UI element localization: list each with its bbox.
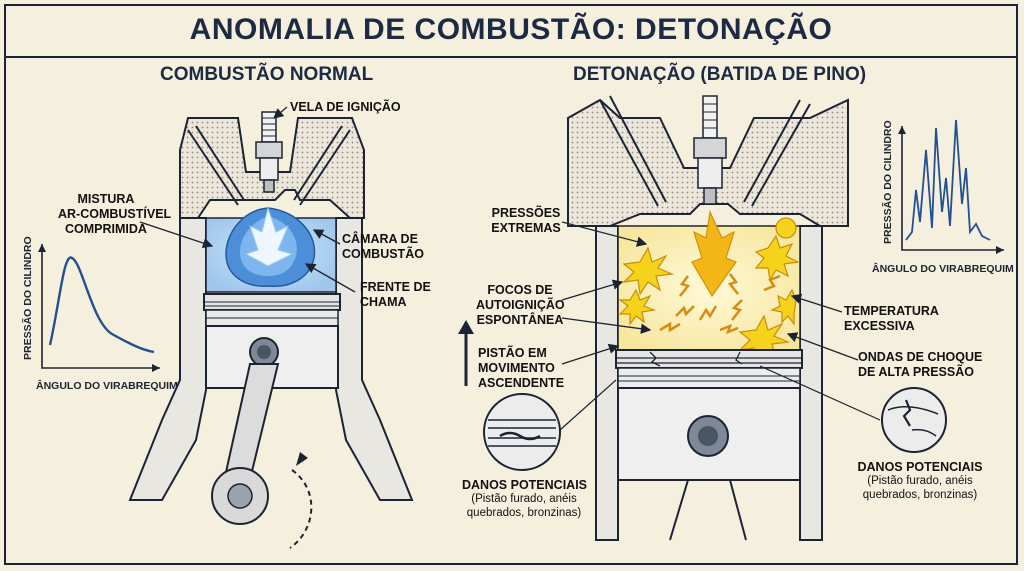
- detonation-graph-xlabel: ÂNGULO DO VIRABREQUIM: [872, 263, 1014, 275]
- exhaust-valve: [743, 99, 811, 207]
- magnifier-right: [881, 387, 947, 453]
- detonation-heading: DETONAÇÃO (BATIDA DE PINO): [573, 64, 867, 85]
- detonation-piston: [615, 349, 803, 481]
- flame-spark-icon: [244, 206, 294, 267]
- outer-frame: [4, 4, 1018, 565]
- normal-engine: [128, 106, 414, 549]
- magnifier-left: [483, 393, 561, 471]
- connecting-rod: [669, 479, 747, 541]
- detonation-graph-ylabel: PRESSÃO DO CILINDRO: [882, 120, 894, 244]
- normal-graph-xlabel: ÂNGULO DO VIRABREQUIM: [36, 380, 178, 392]
- piston-crack: [649, 351, 743, 367]
- rotation-arrow-icon: [296, 452, 308, 466]
- intake-valve: [599, 95, 667, 207]
- exhaust-valve: [293, 125, 351, 206]
- burst-icon: [770, 288, 797, 326]
- cylinder-wall-left: [128, 217, 207, 501]
- cylinder-wall-left: [595, 225, 619, 541]
- detonation-engine: [458, 95, 947, 541]
- page-title: ANOMALIA DE COMBUSTÃO: DETONAÇÃO: [189, 13, 833, 46]
- detonation-pressure-graph: [898, 119, 1004, 254]
- damage-right: DANOS POTENCIAIS (Pistão furado, anéis q…: [857, 460, 983, 501]
- normal-pressure-curve: [48, 256, 155, 354]
- spark-plug-icon: [693, 95, 727, 205]
- normal-graph-ylabel: PRESSÃO DO CILINDRO: [22, 236, 34, 360]
- normal-heading: COMBUSTÃO NORMAL: [160, 64, 374, 85]
- flame-icon: [691, 209, 737, 298]
- rotation-path: [289, 469, 313, 549]
- intake-valve: [187, 125, 245, 206]
- normal-pressure-graph: [38, 244, 160, 372]
- burst-icon: [775, 217, 797, 239]
- label-spark-plug: VELA DE IGNIÇÃO: [290, 100, 401, 114]
- graph-axes: [41, 244, 160, 369]
- autoignition-bursts: [618, 217, 800, 364]
- graph-axes: [901, 126, 1004, 251]
- detonation-pressure-curve: [905, 119, 991, 241]
- title-bar: ANOMALIA DE COMBUSTÃO: DETONAÇÃO: [4, 4, 1018, 58]
- damage-left: DANOS POTENCIAIS (Pistão furado, anéis q…: [462, 478, 588, 519]
- burst-icon: [618, 288, 657, 326]
- burst-icon: [622, 246, 675, 296]
- cylinder-head: [567, 98, 849, 227]
- shock-arrows: [659, 273, 781, 335]
- cylinder-wall-right: [799, 225, 823, 541]
- spark-plug-icon: [255, 111, 283, 193]
- burst-icon: [754, 234, 800, 282]
